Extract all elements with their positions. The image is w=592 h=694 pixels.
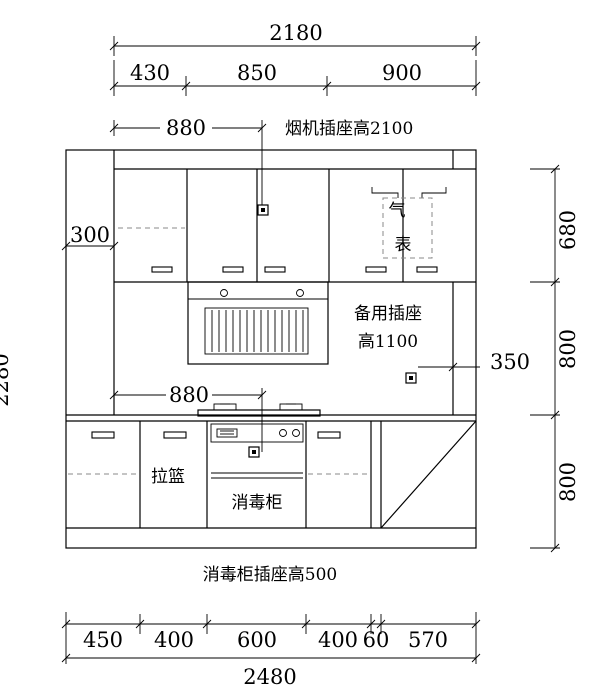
left-height-dimension: 2280 [0, 353, 13, 406]
gas-stove [197, 403, 321, 417]
hood-socket-icon [257, 204, 269, 216]
hood-socket-dimension: 880 烟机插座高2100 [109, 116, 413, 205]
pull-basket-label: 拉篮 [151, 467, 185, 487]
top-segment-1-dimension: 430 [130, 61, 170, 85]
bottom-segment-3-dimension: 600 [237, 628, 277, 652]
socket-offset-dimension: 350 [490, 350, 530, 374]
upper-door-handle [416, 266, 438, 273]
bottom-segment-4-dimension: 400 [318, 628, 358, 652]
bottom-segment-5-dimension: 60 [363, 628, 390, 652]
upper-door-handle [365, 266, 387, 273]
spare-socket-label-2: 高1100 [358, 332, 418, 352]
top-segment-3-dimension: 900 [382, 61, 422, 85]
upper-door-handle [151, 266, 173, 273]
right-dimension-chain: 680 800 800 [530, 164, 580, 553]
spare-socket-icon [405, 372, 417, 384]
right-middle-dimension: 800 [556, 329, 580, 369]
base-door-handle [91, 431, 115, 439]
wall-offset-dimension: 300 [61, 223, 119, 251]
bottom-segment-1-dimension: 450 [83, 628, 123, 652]
bottom-total-dimension: 2480 [243, 665, 296, 689]
base-door-handle [163, 431, 187, 439]
bottom-dimension-chain: 450 400 600 400 60 570 2480 [61, 612, 481, 689]
bottom-segment-6-dimension: 570 [408, 628, 448, 652]
gas-meter-label-1: 气 [389, 201, 406, 221]
disinfection-socket-label: 消毒柜插座高500 [203, 565, 337, 585]
stove-dimension: 880 [109, 383, 267, 452]
countertop [66, 414, 476, 422]
right-lower-dimension: 800 [556, 462, 580, 502]
bottom-segment-2-dimension: 400 [154, 628, 194, 652]
range-hood [187, 281, 329, 365]
disinfection-cabinet: 消毒柜 [210, 423, 304, 513]
hood-offset-dimension: 880 [166, 116, 206, 140]
right-upper-dimension: 680 [556, 210, 580, 250]
upper-door-handle [264, 266, 286, 273]
hood-socket-label: 烟机插座高2100 [285, 119, 413, 139]
upper-cabinets [114, 169, 476, 283]
disinfection-cabinet-label: 消毒柜 [232, 493, 283, 513]
gas-meter: 气 表 [371, 187, 447, 259]
disinfection-socket-icon [248, 446, 260, 458]
gas-meter-label-2: 表 [395, 235, 412, 255]
spare-socket: 备用插座 高1100 350 [354, 282, 530, 415]
top-dimension-chain: 2180 430 850 900 [109, 21, 481, 96]
base-door-handle [317, 431, 341, 439]
wall-offset-value: 300 [70, 223, 110, 247]
stove-offset-dimension: 880 [169, 383, 209, 407]
top-total-dimension: 2180 [269, 21, 322, 45]
base-cabinets: 拉篮 [66, 420, 477, 529]
spare-socket-label-1: 备用插座 [354, 304, 422, 324]
range-hood-grille [211, 310, 304, 352]
upper-door-handle [222, 266, 244, 273]
top-segment-2-dimension: 850 [237, 61, 277, 85]
